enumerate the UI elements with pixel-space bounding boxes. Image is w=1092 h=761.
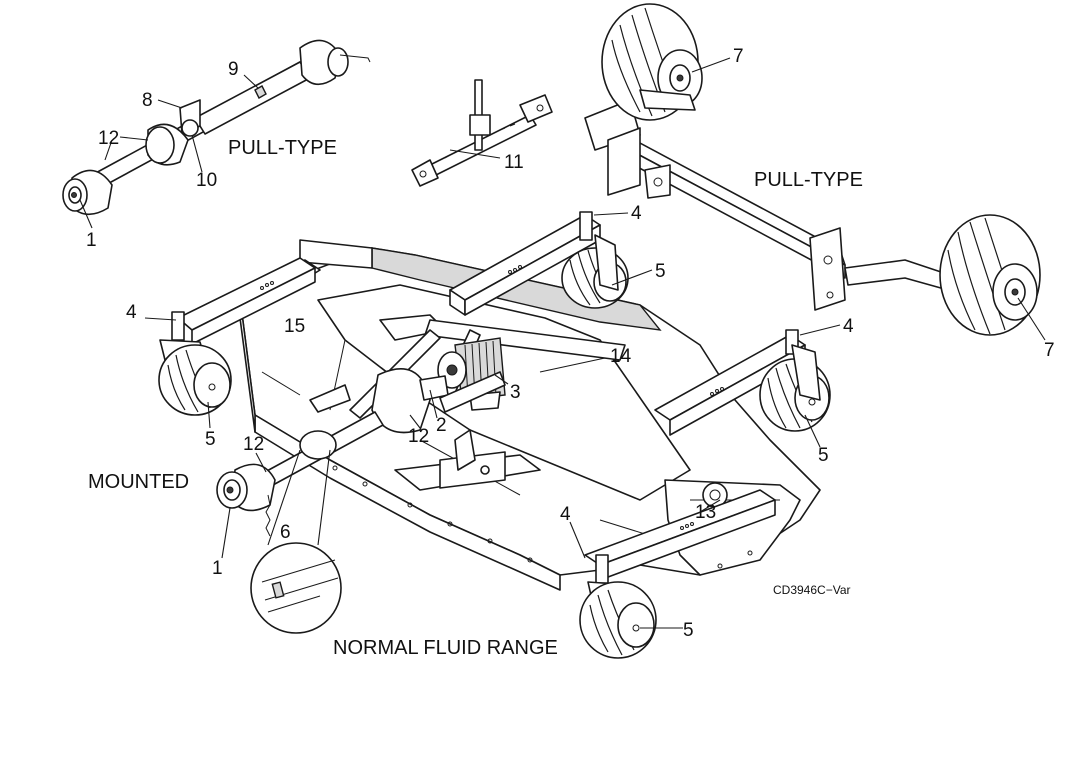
- hitch-link: [411, 79, 553, 187]
- caption-pull-type-axle: PULL-TYPE: [754, 169, 863, 191]
- callout-12-pull: 12: [98, 128, 119, 149]
- callout-7-upper: 7: [733, 46, 744, 67]
- callout-12-deck: 12: [408, 426, 429, 447]
- caster-arms: [177, 214, 806, 581]
- callout-11: 11: [504, 152, 524, 173]
- callout-5-rear: 5: [655, 261, 666, 282]
- captions: PULL-TYPE PULL-TYPE MOUNTED NORMAL FLUID…: [88, 137, 863, 659]
- callout-1-mounted: 1: [212, 558, 223, 579]
- callout-2: 2: [436, 415, 447, 436]
- caster-wheel-rear-right: [561, 211, 629, 309]
- callout-4-right: 4: [843, 316, 854, 337]
- callout-12-mounted: 12: [243, 434, 264, 455]
- caster-wheel-rear-far-right: [759, 329, 831, 432]
- callout-4-front: 4: [560, 504, 571, 525]
- leader-lines: [79, 57, 1046, 629]
- callout-10: 10: [196, 170, 217, 191]
- caster-wheel-front-left: [158, 311, 232, 416]
- callout-4-left: 4: [126, 302, 137, 323]
- caption-pull-type-driveline: PULL-TYPE: [228, 137, 337, 159]
- pull-type-axle: [584, 3, 1041, 336]
- callout-5-right: 5: [818, 445, 829, 466]
- caption-mounted: MOUNTED: [88, 471, 189, 493]
- mower-deck: [239, 239, 821, 591]
- callout-13: 13: [695, 502, 716, 523]
- detail-6-magnifier: [250, 449, 342, 634]
- caster-wheel-front-right: [579, 554, 657, 659]
- gearbox-assembly: [309, 314, 626, 471]
- callout-14: 14: [610, 346, 632, 367]
- caption-normal-fluid-range: NORMAL FLUID RANGE: [333, 637, 558, 659]
- pull-type-driveline: [62, 39, 371, 216]
- callout-9: 9: [228, 59, 239, 80]
- callout-5-left: 5: [205, 429, 216, 450]
- callout-labels: 1 12 8 9 10 11 7 7 4 5 4 15 14 3 2 12 5 …: [86, 46, 1055, 641]
- callout-5-front: 5: [683, 620, 694, 641]
- callout-6: 6: [280, 522, 291, 543]
- figure-reference-code: CD3946C−Var: [773, 583, 850, 597]
- callout-3: 3: [510, 382, 521, 403]
- callout-8: 8: [142, 90, 153, 111]
- callout-15: 15: [284, 316, 305, 337]
- callout-4-rear: 4: [631, 203, 642, 224]
- callout-7-lower: 7: [1044, 340, 1055, 361]
- callout-1-pull: 1: [86, 230, 97, 251]
